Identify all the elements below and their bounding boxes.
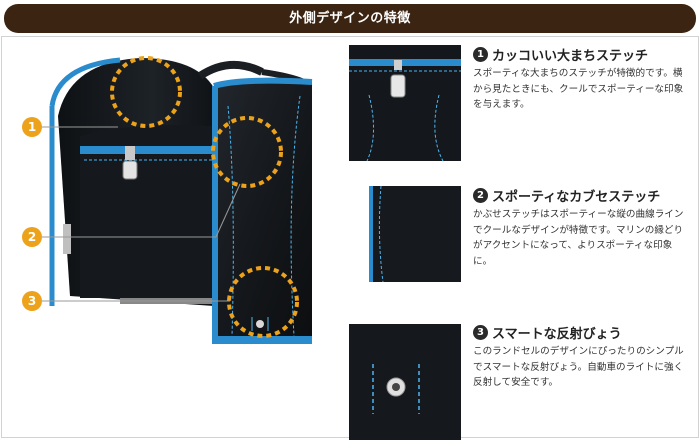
callout-2: 2: [22, 227, 42, 247]
feature-desc-3: このランドセルのデザインにぴったりのシンプルでスマートな反射びょう。自動車のライ…: [473, 346, 684, 388]
section-header: 外側デザインの特徴: [4, 4, 696, 33]
feature-desc-2: かぶせステッチはスポーティーな縦の曲線ラインでクールなデザインが特徴です。マリン…: [473, 209, 684, 267]
stitch-detail-image-2: [369, 186, 461, 282]
feature-title-1: カッコいい大まちステッチ: [492, 49, 649, 64]
feature-desc-1: スポーティな大まちのステッチが特徴的です。横から見たときにも、クールでスポーティ…: [473, 68, 684, 110]
callout-1: 1: [22, 117, 42, 137]
feature-title-2: スポーティなカブセステッチ: [492, 190, 661, 205]
stitch-detail-image-1: [349, 45, 461, 161]
feature-3: 3 スマートな反射びょう このランドセルのデザインにぴったりのシンプルでスマートな…: [473, 323, 691, 391]
feature-number-1: 1: [473, 47, 488, 62]
feature-number-2: 2: [473, 188, 488, 203]
feature-number-3: 3: [473, 325, 488, 340]
feature-title-3: スマートな反射びょう: [492, 327, 622, 342]
section-title: 外側デザインの特徴: [289, 11, 411, 26]
feature-2: 2 スポーティなカブセステッチ かぶせステッチはスポーティーな縦の曲線ラインでクー…: [473, 186, 691, 269]
callout-3: 3: [22, 291, 42, 311]
reflector-detail-image: [349, 324, 461, 440]
randoseru-product-image: [42, 56, 313, 344]
feature-1: 1 カッコいい大まちステッチ スポーティな大まちのステッチが特徴的です。横から見た…: [473, 45, 691, 113]
